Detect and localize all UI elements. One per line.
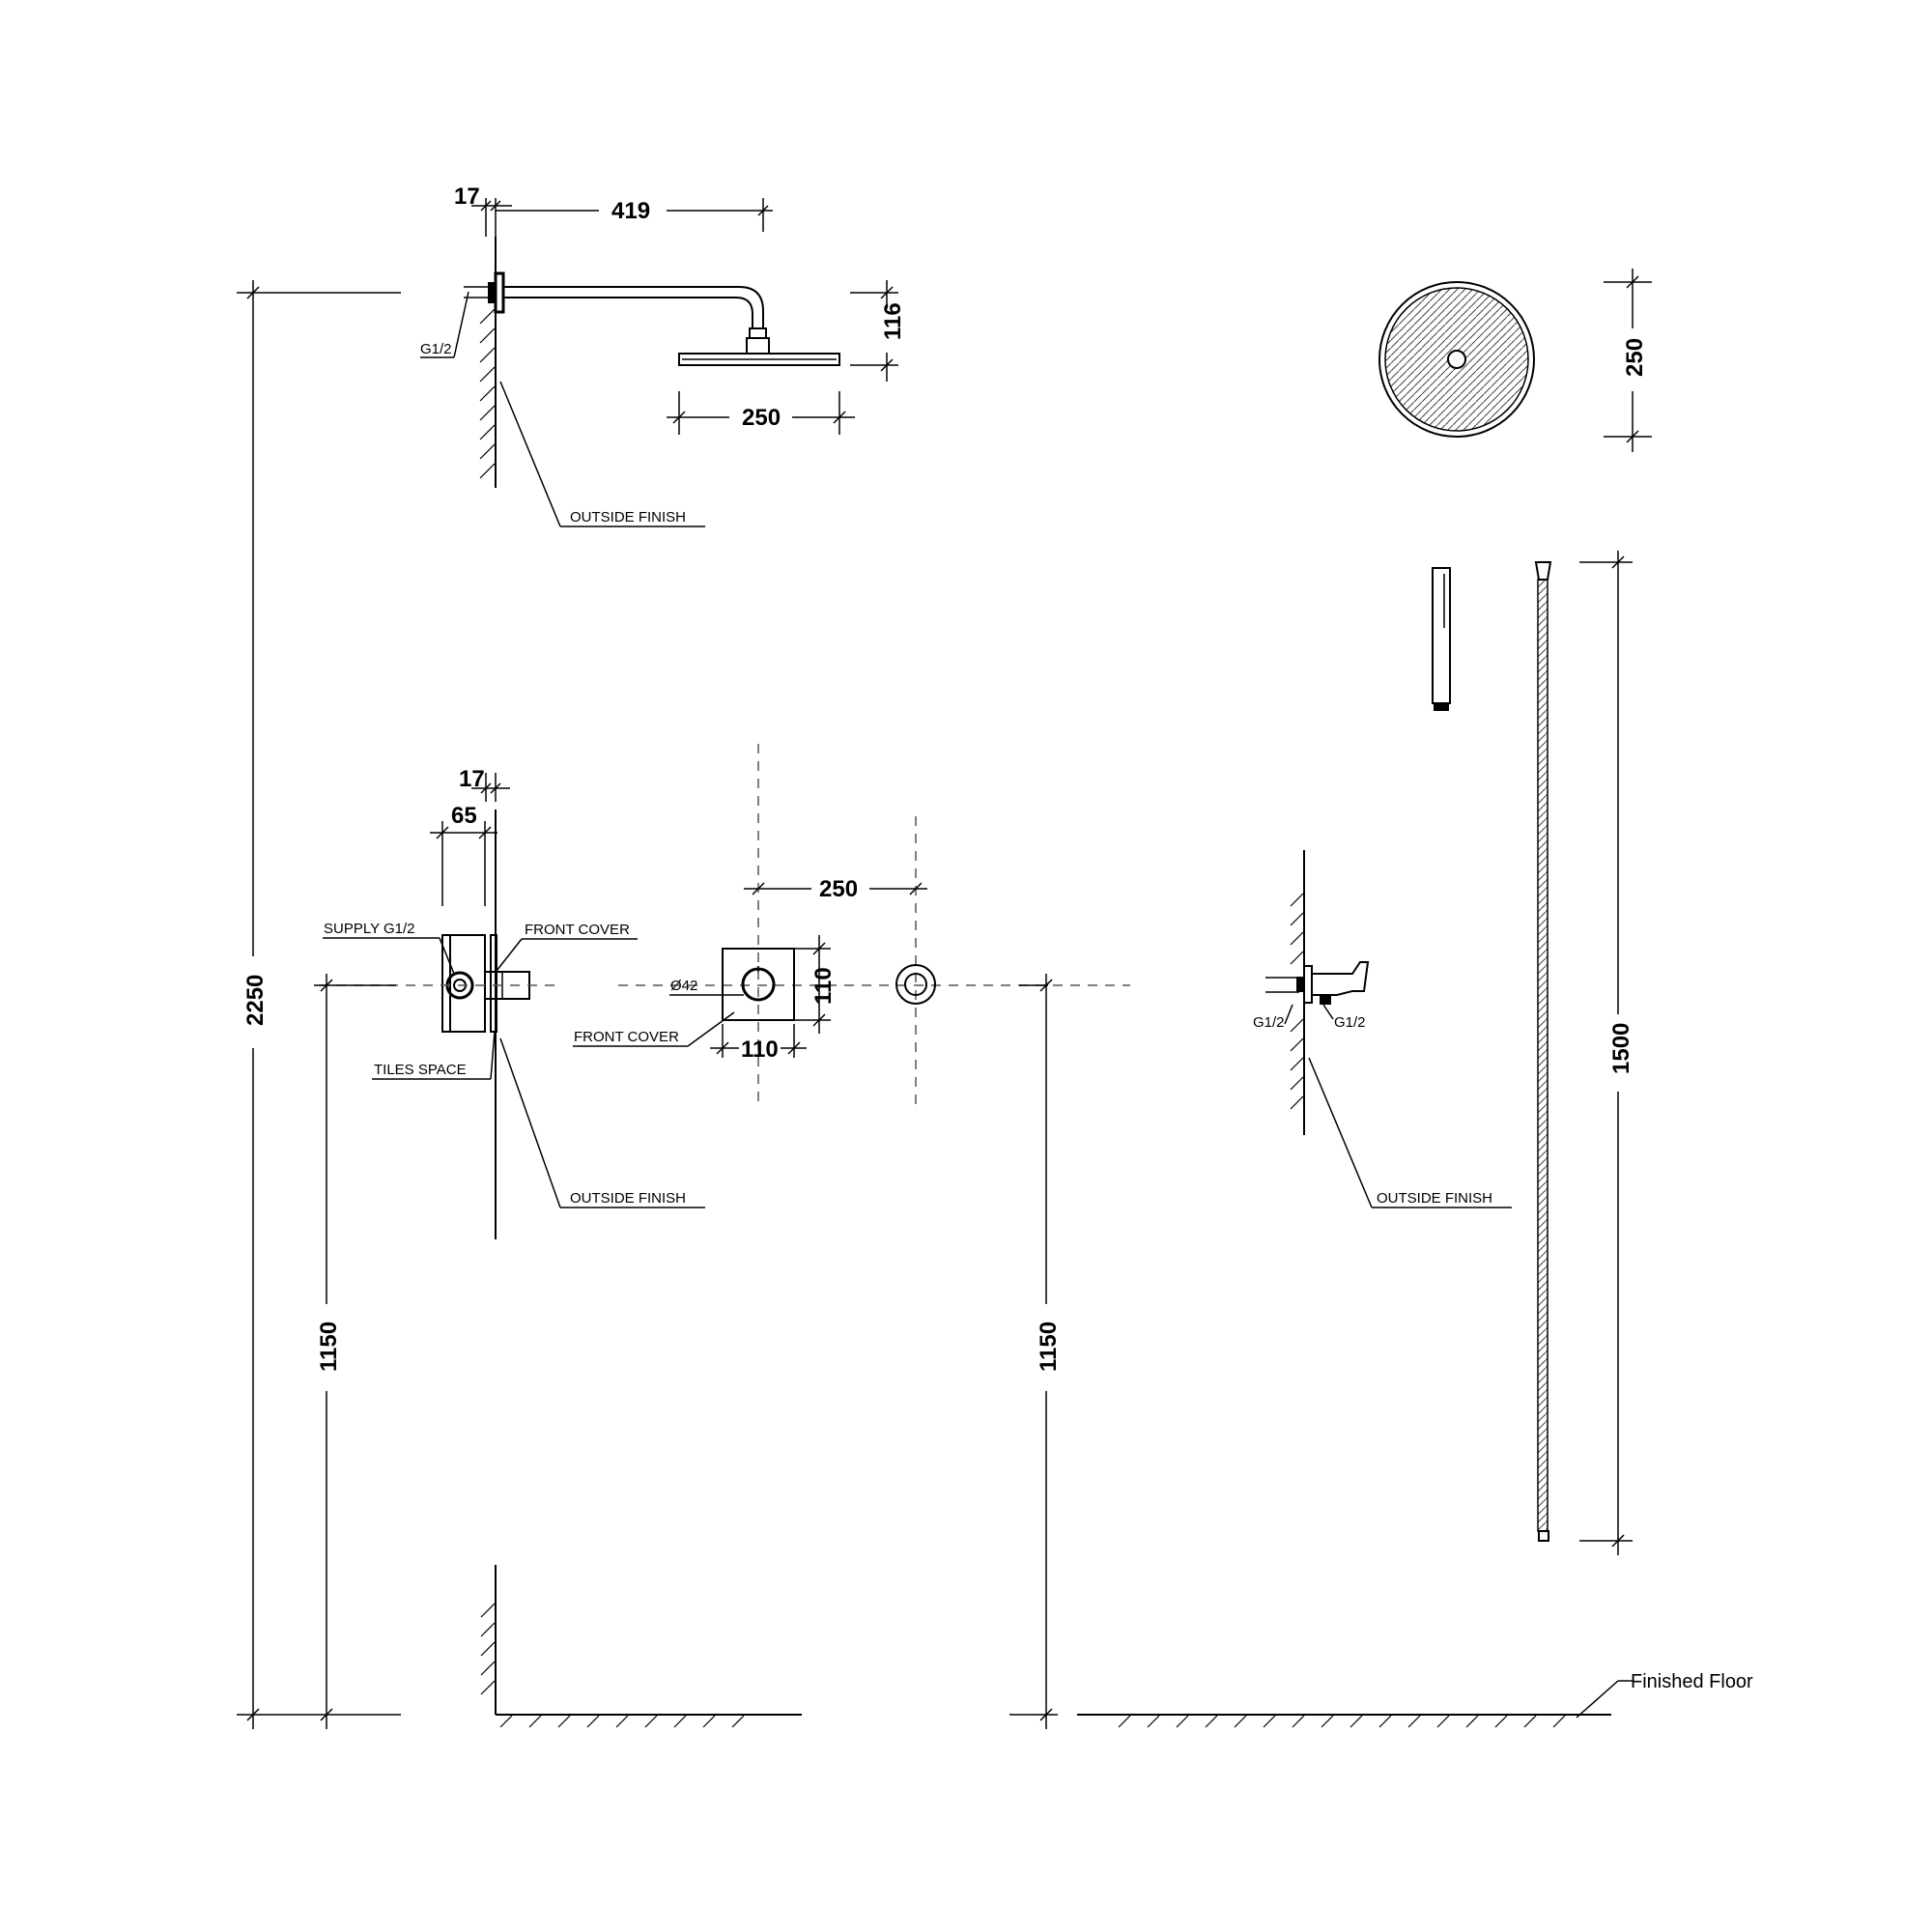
dim-box-plate-17: 17 xyxy=(459,766,510,802)
annotation-label: Ø42 xyxy=(670,978,697,994)
shower-head-plan-view xyxy=(1378,281,1535,438)
dim-arm-plate-17: 17 xyxy=(454,184,512,237)
floor-hatch-right xyxy=(1118,1715,1566,1728)
label-outside-finish-mid: OUTSIDE FINISH xyxy=(499,1037,705,1208)
diverter-ring xyxy=(895,816,936,1106)
dim-head-width-250: 250 xyxy=(667,391,855,435)
dim-total-height-2250: 2250 xyxy=(237,280,401,1729)
dim-label: 1150 xyxy=(316,1321,342,1372)
dim-label: 17 xyxy=(454,184,480,210)
label-supply: SUPPLY G1/2 xyxy=(323,921,455,975)
dim-label: 116 xyxy=(880,302,906,340)
annotation-label: G1/2 xyxy=(420,341,452,357)
wall-outlet-holder xyxy=(1290,850,1370,1135)
wall-hatch-right xyxy=(1290,893,1304,1110)
dim-hose-1500: 1500 xyxy=(1579,551,1634,1555)
dim-label: 110 xyxy=(741,1037,779,1063)
annotation-label: FRONT COVER xyxy=(525,922,630,938)
label-outside-finish-top: OUTSIDE FINISH xyxy=(499,381,705,527)
dim-label: 250 xyxy=(819,876,858,902)
dim-label: 250 xyxy=(742,405,781,431)
dim-label: 250 xyxy=(1622,338,1648,377)
mixer-front-cover xyxy=(722,744,795,1106)
label-tiles-space: TILES SPACE xyxy=(372,1031,496,1080)
label-knob-diameter: Ø42 xyxy=(669,978,744,996)
wall-hatch-top xyxy=(479,308,496,479)
dim-box-depth-65: 65 xyxy=(430,803,497,906)
annotation-label: G1/2 xyxy=(1253,1014,1285,1031)
annotation-label: OUTSIDE FINISH xyxy=(1377,1190,1492,1207)
label-g12-arm: G1/2 xyxy=(420,286,488,358)
shower-hose xyxy=(1534,561,1552,1542)
annotation-label: SUPPLY G1/2 xyxy=(324,921,415,937)
dim-label: 1500 xyxy=(1608,1023,1634,1074)
annotation-label: OUTSIDE FINISH xyxy=(570,509,686,526)
label-g12-holder-left: G1/2 xyxy=(1253,977,1299,1031)
label-front-cover-side: FRONT COVER xyxy=(496,922,638,972)
label-finished-floor: Finished Floor xyxy=(1576,1671,1753,1719)
dim-arm-length-419: 419 xyxy=(496,198,773,232)
dim-label: 2250 xyxy=(242,975,269,1026)
annotation-label: FRONT COVER xyxy=(574,1029,679,1045)
dim-head-diameter-250: 250 xyxy=(1604,269,1652,452)
annotation-label: G1/2 xyxy=(1334,1014,1366,1031)
dim-mixer-height-mid-1150: 1150 xyxy=(1009,974,1062,1729)
label-front-cover-front: FRONT COVER xyxy=(573,1011,735,1047)
hand-shower xyxy=(1432,567,1451,711)
dim-cover-height-110: 110 xyxy=(794,935,837,1034)
dim-label: 17 xyxy=(459,766,485,792)
annotation-label: Finished Floor xyxy=(1631,1671,1753,1692)
dim-head-height-116: 116 xyxy=(850,280,906,382)
dim-label: 110 xyxy=(810,967,837,1005)
floor-hatch-left xyxy=(480,1603,745,1728)
label-g12-holder-right: G1/2 xyxy=(1322,1004,1366,1031)
annotation-label: OUTSIDE FINISH xyxy=(570,1190,686,1207)
dim-label: 419 xyxy=(611,198,650,224)
mixer-side-view xyxy=(441,810,530,1239)
dim-cover-width-110: 110 xyxy=(710,1024,807,1063)
label-outside-finish-right: OUTSIDE FINISH xyxy=(1308,1057,1512,1208)
dim-label: 1150 xyxy=(1036,1321,1062,1372)
floor-right xyxy=(1077,1714,1611,1728)
dim-label: 65 xyxy=(451,803,477,829)
floor-left xyxy=(480,1565,802,1728)
dim-mixer-height-left-1150: 1150 xyxy=(314,974,396,1729)
dim-spacing-250: 250 xyxy=(744,876,927,902)
shower-arm-side-view xyxy=(479,237,840,488)
annotation-label: TILES SPACE xyxy=(374,1062,467,1078)
